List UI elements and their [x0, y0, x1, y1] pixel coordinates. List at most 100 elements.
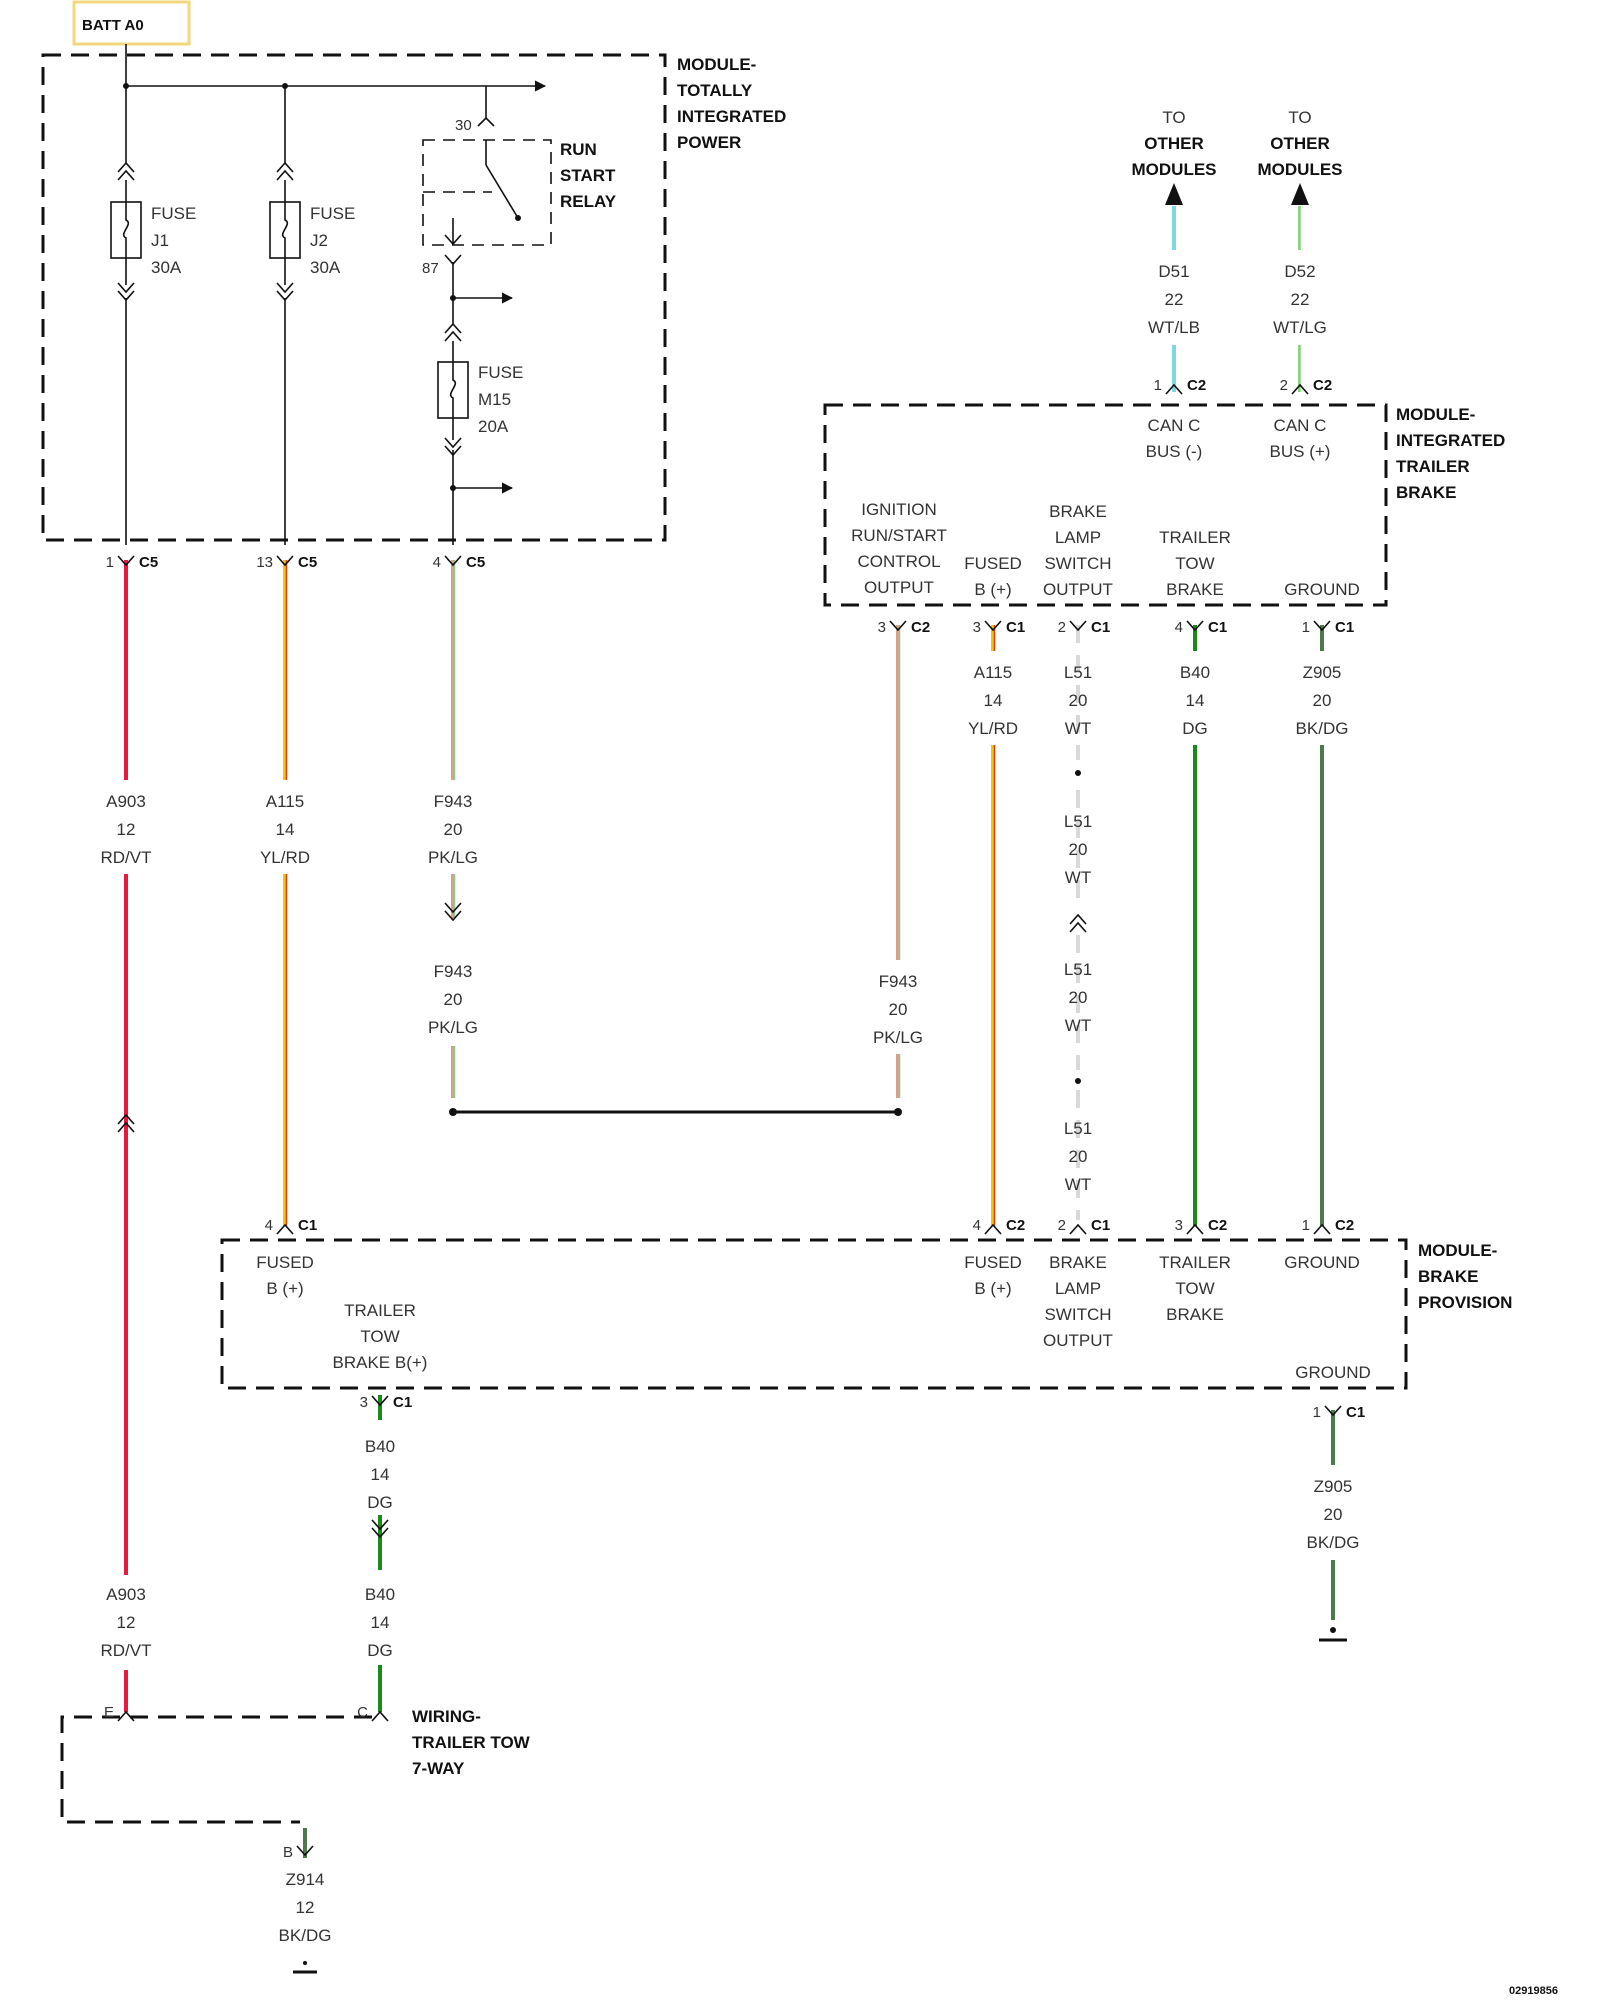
svg-text:RUN/START: RUN/START: [851, 526, 947, 545]
wire-label-line: 22: [1165, 290, 1184, 309]
svg-text:J2: J2: [310, 231, 328, 250]
wire-label-line: WT: [1065, 1016, 1091, 1035]
svg-text:B (+): B (+): [974, 580, 1011, 599]
connector-pin: 3: [1175, 1217, 1183, 1234]
to-other-modules-1: TO OTHER MODULES: [1132, 108, 1217, 205]
wire-label-line: YL/RD: [260, 848, 310, 867]
fuse-m15: FUSE M15 20A: [437, 322, 523, 457]
fuse-j2: FUSE J2 30A: [269, 161, 355, 302]
connector-pin: 3: [360, 1394, 368, 1411]
wire-label-line: L51: [1064, 1119, 1092, 1138]
module-itb-name: MODULE- INTEGRATED TRAILER BRAKE: [1396, 405, 1505, 502]
connector-itb-c2-2: 2 C2: [1280, 377, 1332, 395]
module-tip-outline: [41, 53, 667, 542]
svg-text:J1: J1: [151, 231, 169, 250]
svg-text:RELAY: RELAY: [560, 192, 617, 211]
svg-text:GROUND: GROUND: [1284, 580, 1360, 599]
svg-text:RUN: RUN: [560, 140, 597, 159]
run-start-relay: 30 87 RUN START RELAY: [422, 116, 617, 277]
connector-id: C1: [298, 1217, 317, 1234]
tip-internal-wiring: [123, 44, 547, 545]
wire-label-line: 20: [444, 820, 463, 839]
wire-f943-itb: [896, 1054, 901, 1098]
wire-label-line: DG: [367, 1641, 393, 1660]
wire-label-line: YL/RD: [968, 719, 1018, 738]
connector-id: C2: [1208, 1217, 1227, 1234]
module-bp-name: MODULE- BRAKE PROVISION: [1418, 1241, 1512, 1312]
svg-text:TOW: TOW: [1175, 1279, 1214, 1298]
module-tip-name: MODULE- TOTALLY INTEGRATED POWER: [677, 55, 786, 152]
svg-text:FUSED: FUSED: [256, 1253, 314, 1272]
wire-label-line: BK/DG: [279, 1926, 332, 1945]
svg-text:PROVISION: PROVISION: [1418, 1293, 1512, 1312]
wire-label-line: A903: [106, 792, 146, 811]
svg-text:BRAKE: BRAKE: [1418, 1267, 1478, 1286]
ground-symbol-z914: [293, 1961, 317, 1974]
wire-a115-tip: [283, 560, 288, 780]
svg-text:BUS (+): BUS (+): [1270, 442, 1331, 461]
connector-id: C5: [139, 554, 158, 571]
connector-id: C5: [466, 554, 485, 571]
connector-tip-c5-13: 13 C5: [256, 554, 317, 571]
wire-label-line: 20: [1069, 1147, 1088, 1166]
connector-pin: 13: [256, 554, 273, 571]
connector-id: C1: [1208, 619, 1227, 636]
svg-text:CAN C: CAN C: [1148, 416, 1201, 435]
bp-pin-labels: FUSED B (+) TRAILER TOW BRAKE B(+) FUSED…: [256, 1253, 1371, 1382]
svg-text:CAN C: CAN C: [1274, 416, 1327, 435]
wire-label-line: 20: [1069, 840, 1088, 859]
wire-label-line: 12: [296, 1898, 315, 1917]
svg-text:TRAILER: TRAILER: [1396, 457, 1470, 476]
wire-label-line: 14: [984, 691, 1003, 710]
connector-id: C5: [298, 554, 317, 571]
wire-label-line: B40: [1180, 663, 1210, 682]
connector-pin: 2: [1280, 377, 1288, 394]
wire-label-line: 22: [1291, 290, 1310, 309]
connector-pin: 1: [1302, 619, 1310, 636]
connector-id: C1: [393, 1394, 412, 1411]
svg-text:INTEGRATED: INTEGRATED: [1396, 431, 1505, 450]
connector-pin: 4: [265, 1217, 273, 1234]
wire-label-line: A903: [106, 1585, 146, 1604]
svg-text:TRAILER TOW: TRAILER TOW: [412, 1733, 531, 1752]
connector-pin: 1: [1302, 1217, 1310, 1234]
wire-label-line: F943: [434, 962, 473, 981]
wire-label-line: F943: [879, 972, 918, 991]
svg-text:POWER: POWER: [677, 133, 741, 152]
battery-box: [72, 0, 191, 46]
wire-labels-layer: D5122WT/LBD5222WT/LGA90312RD/VTA90312RD/…: [101, 262, 1360, 1945]
svg-text:START: START: [560, 166, 616, 185]
connector-id: C2: [1313, 377, 1332, 394]
fuse-j1: FUSE J1 30A: [110, 161, 196, 302]
connector-id: C2: [1187, 377, 1206, 394]
svg-text:30A: 30A: [310, 258, 341, 277]
svg-text:OTHER: OTHER: [1144, 134, 1204, 153]
wire-label-line: 20: [444, 990, 463, 1009]
svg-text:FUSE: FUSE: [478, 363, 523, 382]
svg-text:30A: 30A: [151, 258, 182, 277]
wire-label-line: L51: [1064, 960, 1092, 979]
wire-a115-tip: [283, 874, 288, 1226]
itb-pin-labels: CAN C BUS (-) CAN C BUS (+) IGNITION RUN…: [851, 416, 1360, 599]
connector-pin: E: [104, 1704, 114, 1721]
svg-text:GROUND: GROUND: [1295, 1363, 1371, 1382]
wire-label-line: 12: [117, 1613, 136, 1632]
svg-text:TRAILER: TRAILER: [1159, 1253, 1231, 1272]
svg-text:BRAKE: BRAKE: [1049, 502, 1107, 521]
wire-label-line: PK/LG: [428, 848, 478, 867]
wire-label-line: WT: [1065, 868, 1091, 887]
svg-text:FUSE: FUSE: [310, 204, 355, 223]
svg-text:LAMP: LAMP: [1055, 1279, 1101, 1298]
wire-label-line: WT: [1065, 1175, 1091, 1194]
connector-id: C1: [1006, 619, 1025, 636]
